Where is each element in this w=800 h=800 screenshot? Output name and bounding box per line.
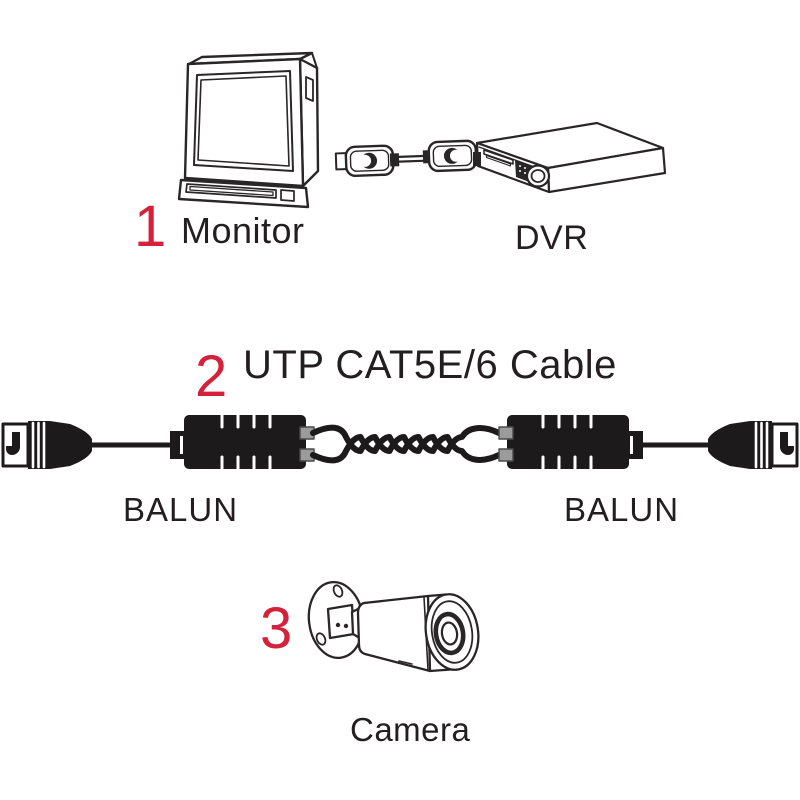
video-cable-icon [334,139,488,177]
dvr-label: DVR [515,219,589,257]
monitor-icon [177,51,320,209]
twisted-pair-wire-icon [310,424,502,464]
camera-label: Camera [350,711,471,748]
dvr-icon [473,121,667,194]
balun-right-icon [498,413,643,471]
step-3-number: 3 [260,596,293,661]
balun-right-label: BALUN [564,491,680,528]
camera-icon [307,580,480,673]
balun-left-icon [170,413,315,471]
utp-cable-label: UTP CAT5E/6 Cable [243,343,617,387]
step-1-number: 1 [134,194,167,259]
monitor-label: Monitor [181,210,305,251]
bnc-connector-left-icon [1,421,177,469]
balun-left-label: BALUN [123,491,239,528]
step-2-number: 2 [195,344,228,409]
bnc-connector-right-icon [708,421,799,469]
